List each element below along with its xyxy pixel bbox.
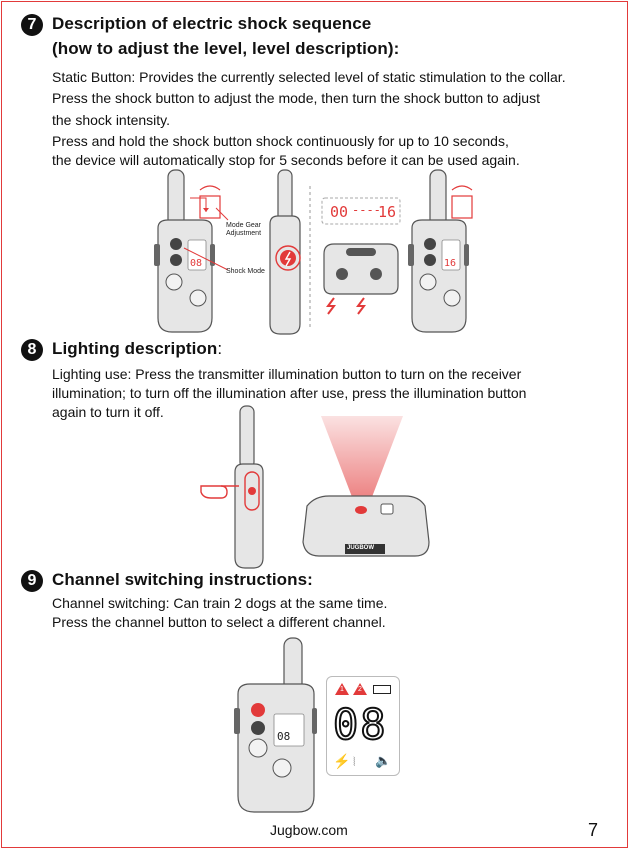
section7-figure	[154, 169, 473, 335]
pointing-hand-icon	[200, 485, 228, 499]
section8-title-text: Lighting description	[52, 339, 218, 358]
collar-light	[355, 506, 367, 514]
section8-title: Lighting description:	[52, 338, 222, 359]
label-shock-mode: Shock Mode	[226, 268, 265, 275]
section8-para-line3: again to turn it off.	[52, 404, 164, 420]
section9-para-line2: Press the channel button to select a dif…	[52, 614, 386, 630]
section7-para1: Static Button: Provides the currently se…	[52, 69, 566, 85]
remote-side-view	[269, 169, 301, 335]
section8-para-line2: illumination; to turn off the illuminati…	[52, 385, 527, 401]
section9-figure	[234, 637, 317, 813]
section-number-9: 9	[21, 570, 43, 592]
readout-left-value: 00	[330, 203, 349, 221]
channel1-indicator: 1	[335, 683, 349, 695]
collar-receiver-top	[323, 243, 399, 315]
section8-figure	[200, 405, 430, 569]
readout-right-value: 16	[378, 203, 397, 221]
channel2-indicator: 2	[353, 683, 367, 695]
section-number-8: 8	[21, 339, 43, 361]
battery-icon	[373, 685, 391, 694]
section8-title-colon: :	[217, 339, 223, 358]
remote-side-light	[234, 405, 264, 569]
section7-para3-line1: Press and hold the shock button shock co…	[52, 133, 509, 149]
section9-para-line1: Channel switching: Can train 2 dogs at t…	[52, 595, 388, 611]
remote-display-channel: 08	[277, 730, 291, 743]
display-right: 16	[444, 258, 457, 269]
label-mode-gear: Mode Gear	[226, 222, 262, 229]
label-adjustment: Adjustment	[226, 230, 262, 237]
shock-readout	[321, 197, 401, 225]
lcd-display-panel: 1 2 08 ⚡ ⦚ 🔈	[326, 676, 400, 776]
brand-label: JUGBOW	[347, 545, 374, 551]
lcd-big-digits: 08	[332, 700, 388, 749]
sound-icon: 🔈	[375, 753, 392, 768]
page-number: 7	[588, 820, 599, 840]
light-beam	[321, 416, 403, 510]
remote-front-right	[408, 169, 473, 333]
remote-front-channel	[234, 637, 317, 813]
section7-title-line1: Description of electric shock sequence	[52, 14, 372, 33]
remote-front-left	[154, 169, 229, 333]
section8-para-line1: Lighting use: Press the transmitter illu…	[52, 366, 522, 382]
section7-para3-line2: the device will automatically stop for 5…	[52, 152, 520, 168]
section7-title-line2: (how to adjust the level, level descript…	[52, 39, 400, 58]
section9-title: Channel switching instructions:	[52, 570, 313, 589]
section7-para2-line1: Press the shock button to adjust the mod…	[52, 90, 540, 106]
footer-site: Jugbow.com	[270, 822, 348, 838]
vibrate-icon: ⦚	[353, 755, 356, 769]
display-left: 08	[190, 258, 203, 269]
collar-receiver-light	[302, 495, 430, 557]
section7-para2-line2: the shock intensity.	[52, 112, 171, 128]
readout-dashes: ----	[352, 203, 381, 217]
bolt-icon: ⚡	[333, 753, 351, 769]
section-number-7: 7	[21, 14, 43, 36]
